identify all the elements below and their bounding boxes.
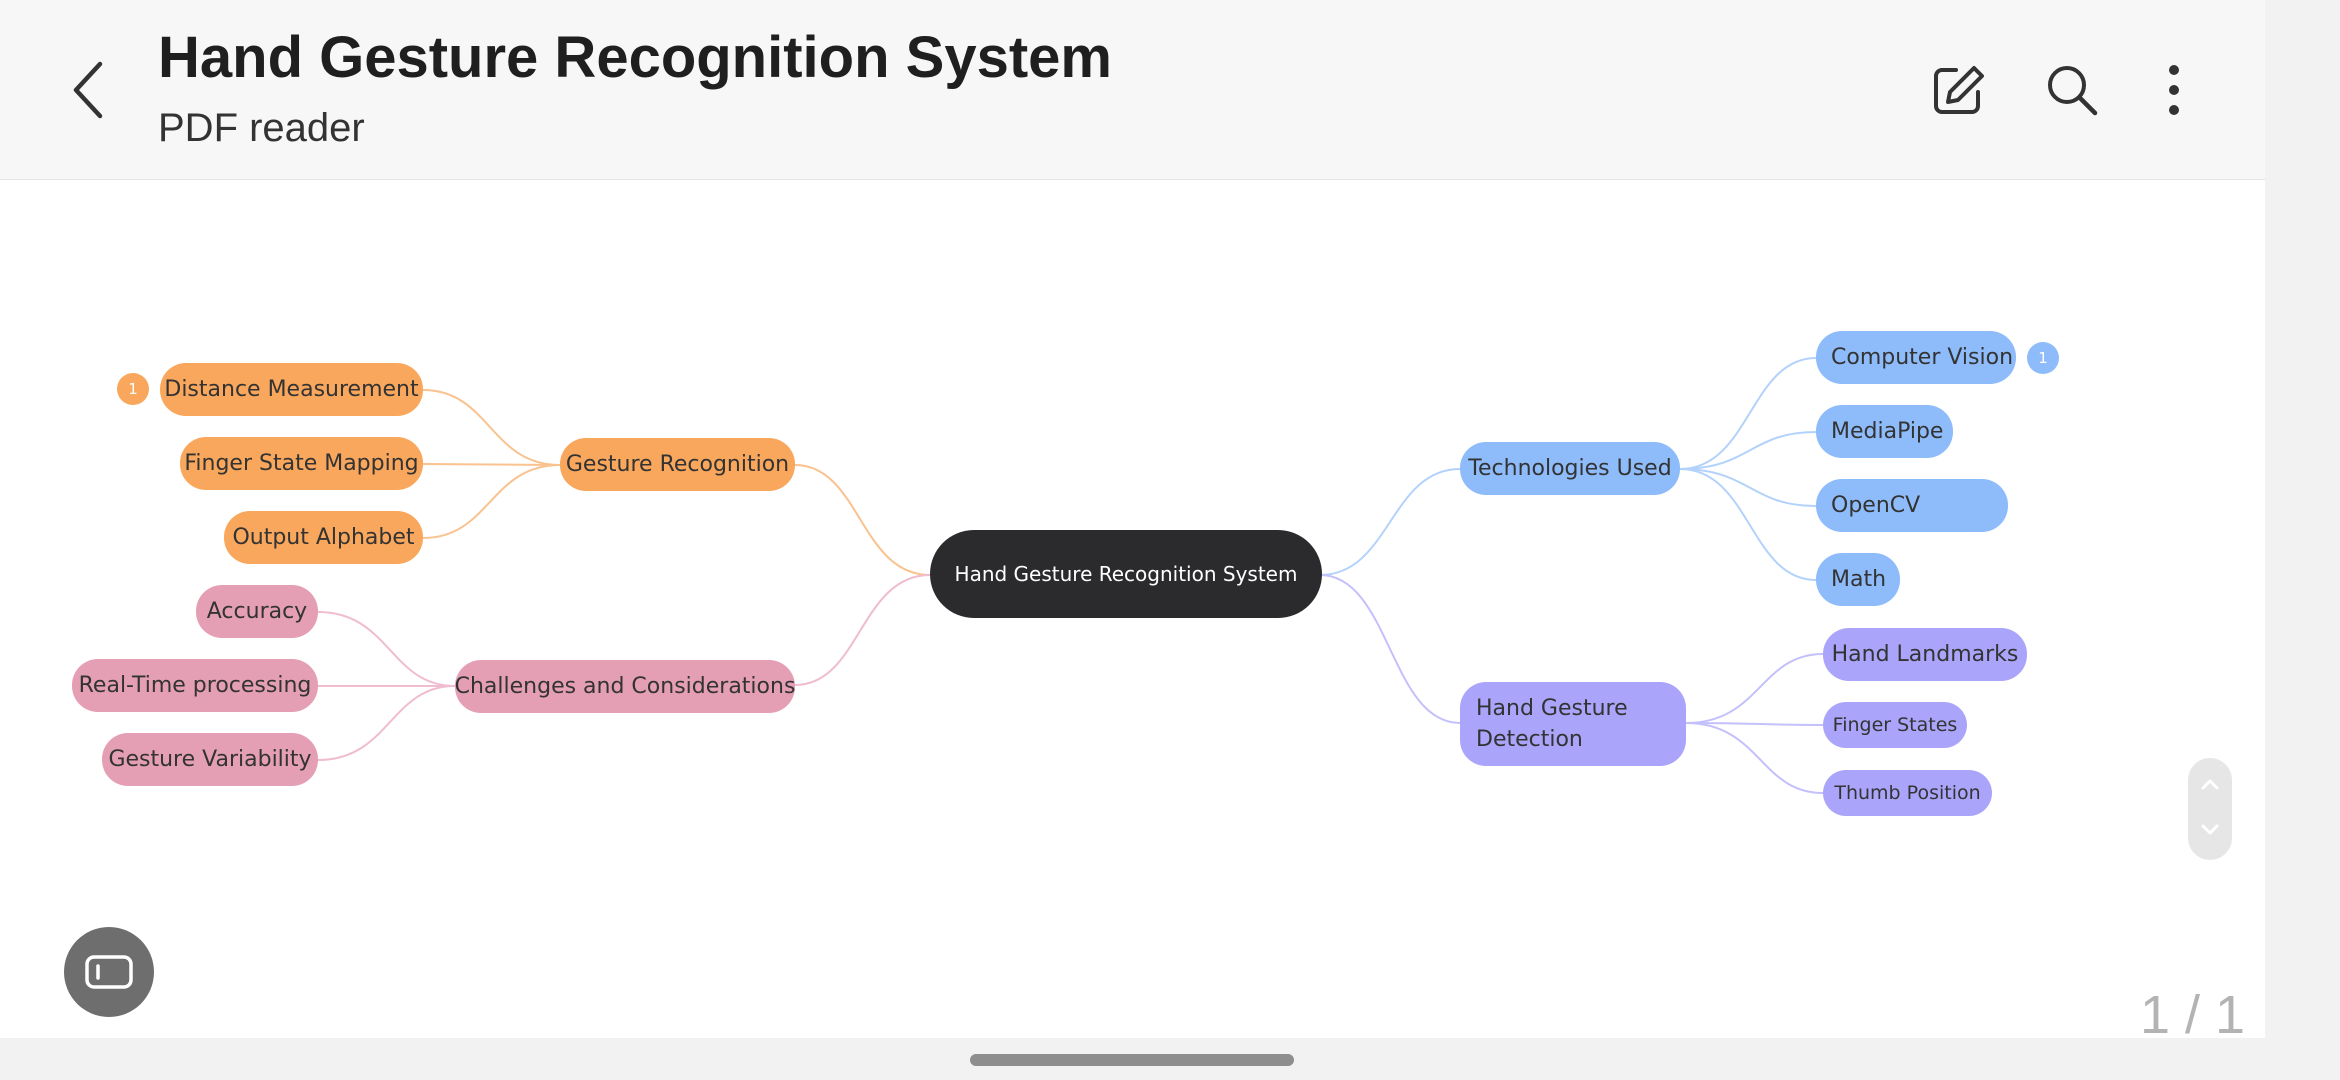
page-scroll-control[interactable]	[2188, 758, 2232, 860]
more-vertical-icon	[2169, 65, 2179, 115]
page-indicator: 1 / 1	[2140, 993, 2246, 1038]
back-arrow-icon	[73, 61, 103, 119]
back-button[interactable]	[55, 45, 125, 135]
node-gesture-recognition[interactable]: Gesture Recognition	[560, 438, 795, 491]
node-real-time-processing[interactable]: Real-Time processing	[72, 659, 318, 712]
document-canvas[interactable]: Hand Gesture Recognition System Gesture …	[0, 180, 2265, 1038]
app-header: Hand Gesture Recognition System PDF read…	[0, 0, 2265, 180]
pdf-reader-app: Hand Gesture Recognition System PDF read…	[0, 0, 2265, 1038]
node-finger-state-mapping[interactable]: Finger State Mapping	[180, 437, 423, 490]
node-output-alphabet[interactable]: Output Alphabet	[224, 511, 423, 564]
chevron-up-icon[interactable]	[2188, 758, 2232, 808]
search-button[interactable]	[2032, 50, 2112, 130]
mindmap-root-node[interactable]: Hand Gesture Recognition System	[930, 530, 1322, 618]
node-opencv[interactable]: OpenCV	[1816, 479, 2008, 532]
node-challenges-and-considerations[interactable]: Challenges and Considerations	[455, 660, 795, 713]
node-technologies-used[interactable]: Technologies Used	[1460, 442, 1680, 495]
document-subtitle: PDF reader	[158, 106, 365, 150]
home-indicator[interactable]	[970, 1054, 1294, 1066]
node-computer-vision[interactable]: Computer Vision	[1816, 331, 2016, 384]
node-finger-states[interactable]: Finger States	[1823, 702, 1967, 748]
node-thumb-position[interactable]: Thumb Position	[1823, 770, 1992, 816]
view-mode-icon	[85, 955, 133, 989]
screen-edge-strip	[2265, 0, 2340, 1080]
node-mediapipe[interactable]: MediaPipe	[1816, 405, 1953, 458]
search-icon	[2048, 66, 2098, 116]
edit-icon	[1934, 66, 1984, 114]
node-hand-gesture-detection[interactable]: Hand Gesture Detection	[1460, 682, 1686, 766]
distance-measurement-badge[interactable]: 1	[117, 373, 149, 405]
view-mode-button[interactable]	[64, 927, 154, 1017]
node-distance-measurement[interactable]: Distance Measurement	[160, 363, 423, 416]
node-hand-landmarks[interactable]: Hand Landmarks	[1823, 628, 2027, 681]
node-math[interactable]: Math	[1816, 553, 1900, 606]
node-accuracy[interactable]: Accuracy	[196, 585, 318, 638]
chevron-down-icon[interactable]	[2188, 808, 2232, 858]
document-title: Hand Gesture Recognition System	[158, 25, 1112, 90]
node-gesture-variability[interactable]: Gesture Variability	[102, 733, 318, 786]
edit-button[interactable]	[1918, 50, 1998, 130]
mindmap-connectors	[317, 357, 1824, 794]
more-options-button[interactable]	[2134, 50, 2214, 130]
computer-vision-badge[interactable]: 1	[2027, 342, 2059, 374]
